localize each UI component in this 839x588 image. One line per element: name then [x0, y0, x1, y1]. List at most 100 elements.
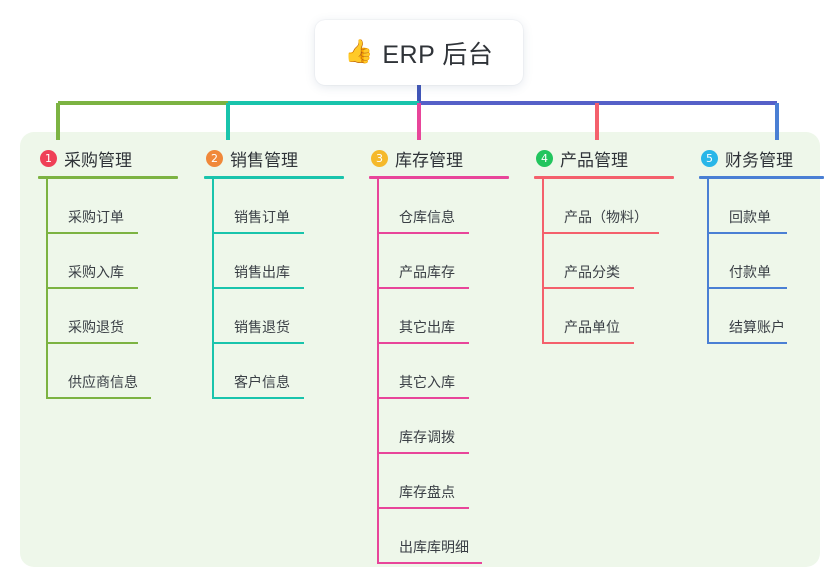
root-node-card[interactable]: 👍 ERP 后台: [315, 20, 523, 85]
branch-underline: [204, 176, 344, 179]
thumbs-up-icon: 👍: [344, 39, 374, 65]
branch-number-badge: 4: [536, 149, 553, 167]
leaf-label: 供应商信息: [68, 374, 138, 390]
branch-title: 产品管理: [560, 150, 628, 170]
leaf-item[interactable]: 销售订单: [212, 179, 344, 234]
branch-column-5[interactable]: 5 财务管理回款单付款单结算账户: [699, 146, 824, 344]
leaf-label: 产品（物料）: [564, 209, 648, 225]
leaf-underline: [377, 287, 469, 289]
leaf-underline: [377, 507, 469, 509]
leaf-label: 销售订单: [234, 209, 290, 225]
leaf-underline: [377, 562, 482, 564]
leaf-label: 产品分类: [564, 264, 620, 280]
branch-underline: [38, 176, 178, 179]
leaf-item[interactable]: 销售出库: [212, 234, 344, 289]
leaf-underline: [377, 397, 469, 399]
branch-title: 库存管理: [395, 150, 463, 170]
leaf-label: 结算账户: [729, 319, 785, 335]
leaf-spine: [542, 179, 544, 344]
branch-underline: [369, 176, 509, 179]
leaf-label: 仓库信息: [399, 209, 455, 225]
leaf-underline: [46, 342, 138, 344]
root-node-content: 👍 ERP 后台: [345, 35, 494, 71]
leaf-label: 销售出库: [234, 264, 290, 280]
leaf-item[interactable]: 客户信息: [212, 344, 344, 399]
leaf-item[interactable]: 库存盘点: [377, 454, 509, 509]
branch-header-1[interactable]: 1 采购管理: [38, 146, 178, 170]
leaf-item[interactable]: 销售退货: [212, 289, 344, 344]
leaf-underline: [46, 287, 138, 289]
branch-number-badge: 5: [701, 149, 718, 167]
leaf-item[interactable]: 其它入库: [377, 344, 509, 399]
leaf-item[interactable]: 产品分类: [542, 234, 674, 289]
leaf-label: 采购退货: [68, 319, 124, 335]
branch-column-4[interactable]: 4 产品管理产品（物料） 产品分类产品单位: [534, 146, 674, 344]
leaf-label: 客户信息: [234, 374, 290, 390]
leaf-item[interactable]: 产品库存: [377, 234, 509, 289]
leaf-label: 销售退货: [234, 319, 290, 335]
branch-header-5[interactable]: 5 财务管理: [699, 146, 824, 170]
leaf-list: 仓库信息产品库存其它出库其它入库库存调拨库存盘点出库库明细: [369, 179, 509, 564]
leaf-list: 回款单付款单结算账户: [699, 179, 824, 344]
branch-title: 财务管理: [725, 150, 793, 170]
branch-underline: [699, 176, 824, 179]
leaf-spine: [46, 179, 48, 399]
leaf-underline: [377, 232, 469, 234]
leaf-label: 采购订单: [68, 209, 124, 225]
leaf-list: 产品（物料） 产品分类产品单位: [534, 179, 674, 344]
leaf-underline: [707, 342, 787, 344]
branch-header-2[interactable]: 2 销售管理: [204, 146, 344, 170]
leaf-list: 采购订单采购入库采购退货供应商信息: [38, 179, 178, 399]
branch-underline: [534, 176, 674, 179]
leaf-item[interactable]: 出库库明细: [377, 509, 509, 564]
leaf-underline: [377, 342, 469, 344]
leaf-item[interactable]: 产品（物料）: [542, 179, 674, 234]
branch-title: 销售管理: [230, 150, 298, 170]
leaf-underline: [542, 232, 659, 234]
leaf-label: 付款单: [729, 264, 771, 280]
leaf-underline: [212, 287, 304, 289]
leaf-label: 库存调拨: [399, 429, 455, 445]
leaf-item[interactable]: 结算账户: [707, 289, 824, 344]
branch-number-badge: 2: [206, 149, 223, 167]
root-node-title: ERP 后台: [382, 40, 494, 69]
leaf-spine: [212, 179, 214, 399]
leaf-item[interactable]: 采购入库: [46, 234, 178, 289]
leaf-underline: [542, 287, 634, 289]
branch-number-badge: 1: [40, 149, 57, 167]
leaf-underline: [707, 287, 787, 289]
leaf-underline: [212, 232, 304, 234]
branch-column-3[interactable]: 3 库存管理仓库信息产品库存其它出库其它入库库存调拨库存盘点出库库明细: [369, 146, 509, 564]
leaf-item[interactable]: 回款单: [707, 179, 824, 234]
leaf-label: 其它出库: [399, 319, 455, 335]
leaf-item[interactable]: 库存调拨: [377, 399, 509, 454]
leaf-item[interactable]: 采购退货: [46, 289, 178, 344]
leaf-item[interactable]: 供应商信息: [46, 344, 178, 399]
leaf-spine: [377, 179, 379, 564]
diagram-panel-background: [20, 132, 820, 567]
branch-column-2[interactable]: 2 销售管理销售订单销售出库销售退货客户信息: [204, 146, 344, 399]
branch-header-4[interactable]: 4 产品管理: [534, 146, 674, 170]
leaf-spine: [707, 179, 709, 344]
leaf-underline: [46, 232, 138, 234]
branch-number-badge: 3: [371, 149, 388, 167]
leaf-item[interactable]: 付款单: [707, 234, 824, 289]
leaf-underline: [212, 397, 304, 399]
leaf-label: 产品库存: [399, 264, 455, 280]
branch-column-1[interactable]: 1 采购管理采购订单采购入库采购退货供应商信息: [38, 146, 178, 399]
leaf-label: 库存盘点: [399, 484, 455, 500]
leaf-item[interactable]: 产品单位: [542, 289, 674, 344]
leaf-item[interactable]: 采购订单: [46, 179, 178, 234]
leaf-item[interactable]: 仓库信息: [377, 179, 509, 234]
leaf-underline: [377, 452, 469, 454]
branch-title: 采购管理: [64, 150, 132, 170]
branch-header-3[interactable]: 3 库存管理: [369, 146, 509, 170]
leaf-underline: [707, 232, 787, 234]
leaf-underline: [542, 342, 634, 344]
leaf-label: 采购入库: [68, 264, 124, 280]
leaf-list: 销售订单销售出库销售退货客户信息: [204, 179, 344, 399]
leaf-label: 产品单位: [564, 319, 620, 335]
leaf-item[interactable]: 其它出库: [377, 289, 509, 344]
leaf-label: 其它入库: [399, 374, 455, 390]
